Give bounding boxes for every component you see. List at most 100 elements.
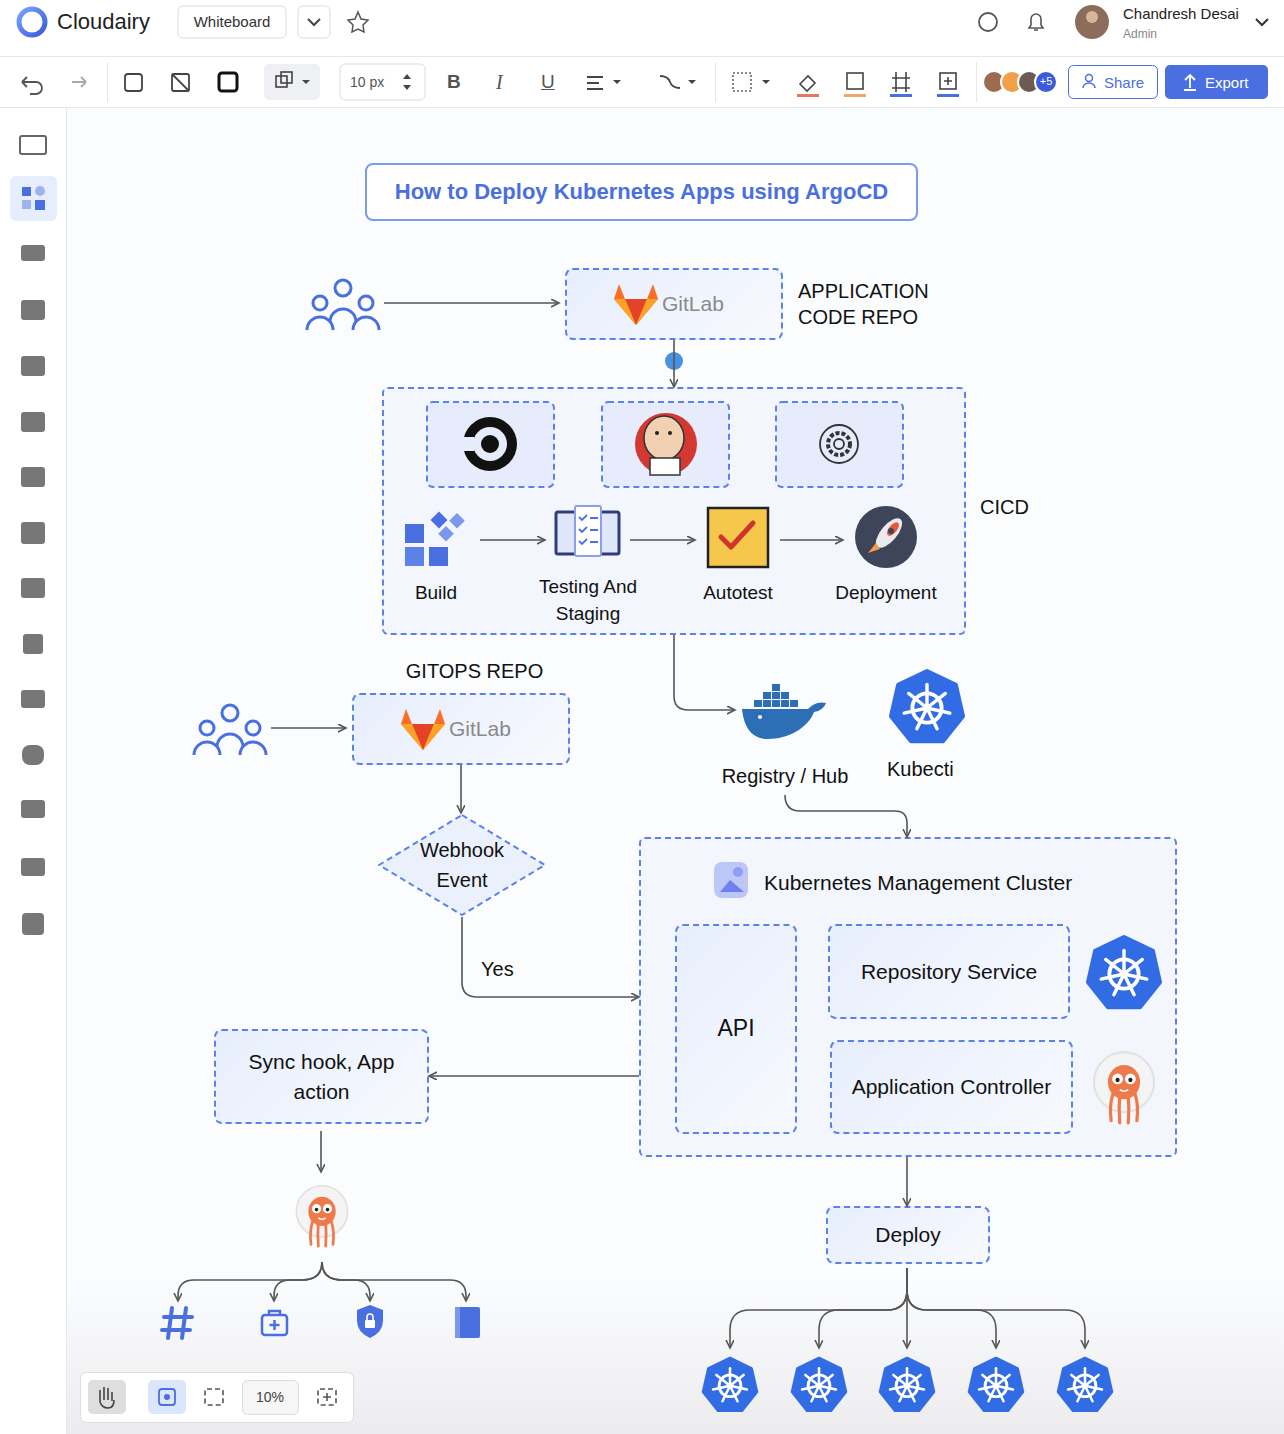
jenkins-logo xyxy=(650,458,680,475)
node-text: Repository Service xyxy=(830,926,1068,1017)
pipeline-step: Deployment xyxy=(851,505,921,575)
app-chrome xyxy=(298,6,330,38)
app-chrome xyxy=(613,80,621,84)
app-chrome xyxy=(318,1389,336,1405)
app-chrome xyxy=(20,136,46,154)
app-chrome xyxy=(172,74,189,91)
gear-icon xyxy=(834,439,844,449)
app-chrome xyxy=(762,80,770,84)
fan-out-lines xyxy=(906,1268,908,1348)
docker-logo xyxy=(772,692,780,699)
sidebar-icons xyxy=(21,800,45,818)
node-text: Build xyxy=(366,581,506,606)
leader-arrow xyxy=(320,1131,322,1172)
app-chrome xyxy=(81,1373,354,1423)
users-icon xyxy=(194,705,266,755)
docker-logo xyxy=(772,684,780,691)
argo-logo xyxy=(296,1186,347,1246)
circleci-logo xyxy=(463,417,517,471)
book-icon xyxy=(455,1307,480,1338)
process-box: Application Controller xyxy=(830,1040,1073,1134)
book-icon xyxy=(455,1307,480,1338)
app-chrome xyxy=(67,1280,1284,1434)
app-chrome xyxy=(847,73,863,89)
flow-connector xyxy=(673,340,675,387)
rocket-icon xyxy=(885,520,901,537)
flow-connector xyxy=(630,539,695,541)
app-chrome xyxy=(733,73,751,91)
circleci-logo xyxy=(473,427,507,461)
app-chrome xyxy=(178,6,286,38)
docker-logo xyxy=(781,700,789,707)
node-text: Kubernetes Management Cluster xyxy=(764,869,1072,896)
jenkins-logo xyxy=(635,413,697,475)
cicd-band: CICDBuildTesting And StagingAutotestDepl… xyxy=(382,387,966,635)
app-chrome xyxy=(219,73,237,91)
app-chrome xyxy=(205,1389,223,1405)
hash-icon xyxy=(162,1308,192,1338)
sidebar-icons xyxy=(21,245,45,261)
font-size-field: 10 px xyxy=(350,74,384,90)
sidebar-icons xyxy=(21,412,45,432)
app-chrome xyxy=(107,62,108,102)
app-chrome xyxy=(67,108,1284,1434)
app-chrome xyxy=(125,74,142,91)
docker-logo xyxy=(742,702,826,739)
pipeline-step: Autotest xyxy=(703,505,773,575)
node-text: Deployment xyxy=(816,581,956,606)
user-name: Chandresh Desai xyxy=(1123,5,1239,22)
gear-icon xyxy=(820,425,858,463)
app-chrome xyxy=(1165,65,1268,99)
app-chrome xyxy=(100,1387,114,1408)
app-name: Cloudairy xyxy=(57,9,150,35)
process-box: API xyxy=(675,924,797,1134)
app-chrome xyxy=(1069,66,1158,99)
app-chrome xyxy=(1029,14,1043,30)
logo-caption: Kubecti xyxy=(887,758,954,781)
app-chrome xyxy=(302,80,310,84)
app-chrome xyxy=(1035,71,1057,93)
app-chrome xyxy=(937,94,959,97)
build-icon xyxy=(405,512,465,566)
app-chrome xyxy=(35,186,45,196)
jenkins-logo xyxy=(644,416,684,460)
docker-logo xyxy=(758,715,762,719)
medkit-icon xyxy=(262,1315,287,1335)
app-chrome xyxy=(1256,19,1268,25)
kubernetes-logo xyxy=(969,1358,1023,1410)
node-text: Autotest xyxy=(668,581,808,606)
app-chrome xyxy=(1086,75,1093,82)
decision-diamond: Webhook Event xyxy=(377,813,547,917)
app-chrome xyxy=(715,62,716,102)
fan-out-lines xyxy=(907,1268,1085,1348)
app-chrome xyxy=(35,200,45,210)
avatar-count: +5 xyxy=(1036,75,1056,87)
app-chrome xyxy=(1086,11,1098,23)
diagram-title: How to Deploy Kubernetes Apps using Argo… xyxy=(365,163,918,221)
app-chrome xyxy=(940,73,956,89)
fan-out-lines xyxy=(178,1262,322,1301)
app-chrome xyxy=(976,62,977,102)
kubernetes-logo xyxy=(703,1358,757,1410)
app-chrome xyxy=(403,74,411,90)
flow-connector xyxy=(462,917,639,997)
jenkins-logo xyxy=(655,431,659,435)
gitlab-logo xyxy=(401,709,445,750)
app-chrome xyxy=(10,176,57,221)
junction-dot xyxy=(665,352,683,370)
argo-logo xyxy=(1094,1052,1154,1123)
rocket-icon xyxy=(855,506,917,568)
node-text: GitLab xyxy=(449,695,549,763)
docker-logo xyxy=(763,692,771,699)
tool-box xyxy=(427,402,554,487)
sidebar-icons xyxy=(21,245,45,935)
fan-out-lines xyxy=(907,1268,996,1348)
process-box: Deploy xyxy=(826,1206,990,1264)
app-chrome xyxy=(890,94,912,97)
testing-icon xyxy=(575,506,601,556)
sidebar-icons xyxy=(21,690,45,708)
app-chrome xyxy=(22,187,31,196)
app-chrome xyxy=(797,94,819,97)
